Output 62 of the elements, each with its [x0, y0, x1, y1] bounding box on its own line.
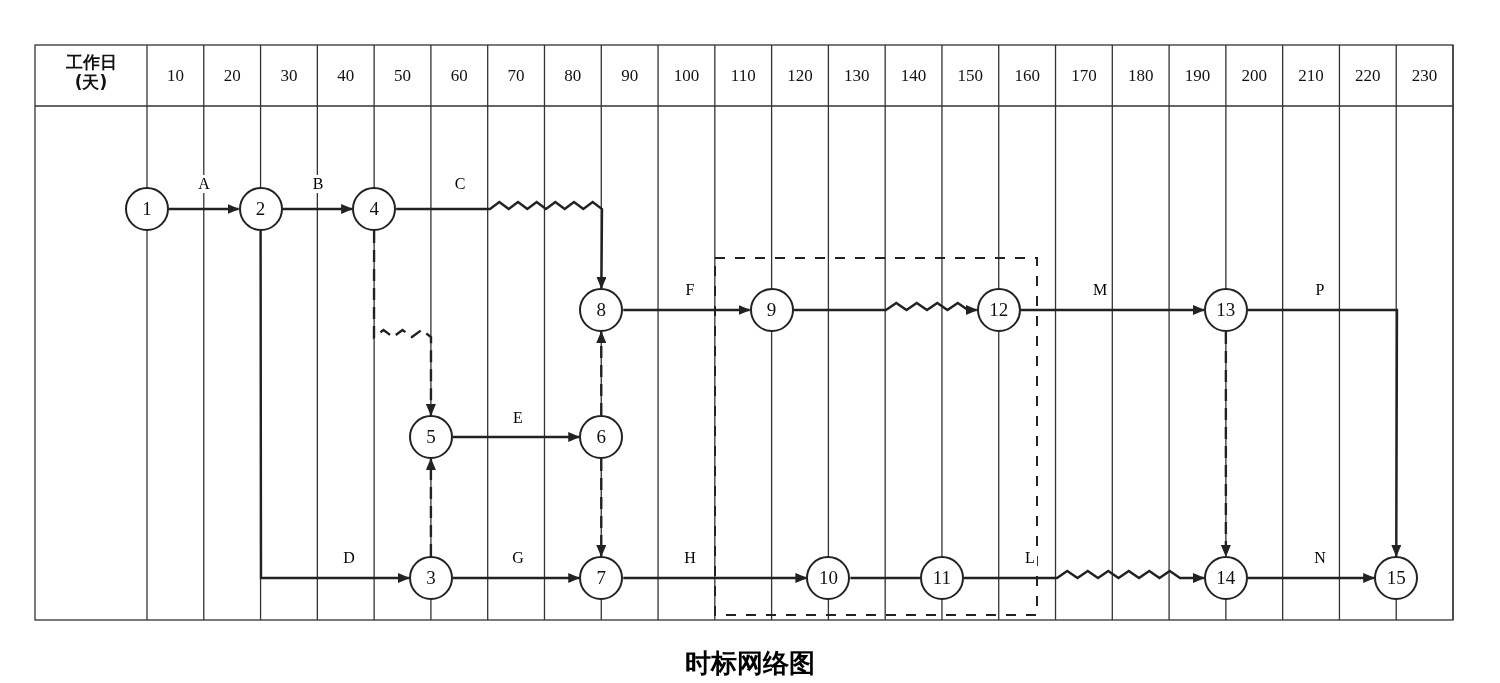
- arrow: [596, 331, 607, 415]
- event-circle: 13: [1203, 288, 1248, 332]
- column-header: 230: [1410, 66, 1439, 86]
- edge-label: B: [310, 175, 326, 193]
- column-header: 160: [1013, 66, 1041, 86]
- event-circle: 11: [919, 556, 964, 600]
- arrow: [793, 301, 978, 315]
- arrow: [396, 200, 607, 289]
- event-circle: 4: [352, 187, 397, 231]
- arrow: [425, 458, 436, 556]
- column-header: 150: [956, 66, 985, 86]
- column-header: 170: [1070, 66, 1098, 86]
- column-header: 180: [1126, 66, 1155, 86]
- column-header: 190: [1183, 66, 1212, 86]
- arrow: [1020, 305, 1205, 315]
- arrow: [169, 204, 240, 214]
- column-header: 20: [222, 66, 242, 86]
- column-header: 140: [899, 66, 928, 86]
- connector-line: [850, 576, 920, 580]
- event-circle: 12: [976, 288, 1021, 332]
- event-circle: 2: [238, 187, 283, 231]
- event-circle: 10: [806, 556, 851, 600]
- event-circle: 8: [579, 288, 624, 332]
- column-header: 90: [620, 66, 640, 86]
- column-header: 40: [336, 66, 356, 86]
- event-circle: 6: [579, 415, 624, 459]
- arrow: [1247, 308, 1402, 557]
- column-header: 110: [729, 66, 757, 86]
- column-header: 200: [1240, 66, 1268, 86]
- arrow: [1220, 332, 1231, 557]
- event-circle: 14: [1203, 556, 1248, 600]
- edge-label: L: [1023, 549, 1037, 567]
- column-header: 80: [563, 66, 583, 86]
- column-header: 210: [1297, 66, 1325, 86]
- arrow: [596, 459, 607, 557]
- event-circle: 15: [1374, 556, 1419, 600]
- event-circle: 9: [749, 288, 794, 332]
- column-header: 50: [393, 66, 412, 86]
- arrow: [963, 569, 1205, 583]
- arrow: [452, 573, 581, 583]
- arrow: [1247, 573, 1376, 583]
- column-header: 220: [1354, 66, 1382, 86]
- column-header: 130: [843, 66, 871, 86]
- event-circle: 1: [125, 187, 169, 231]
- caption: 时标网络图: [684, 647, 816, 680]
- column-header: 30: [279, 66, 299, 86]
- arrow: [623, 573, 808, 583]
- column-header: 60: [449, 66, 469, 86]
- column-header: 120: [786, 66, 814, 86]
- arrow: [259, 231, 410, 583]
- arrow: [623, 305, 751, 315]
- arrow: [282, 204, 354, 214]
- column-header: 70: [506, 66, 526, 86]
- event-circle: 3: [408, 556, 453, 600]
- arrow: [372, 231, 436, 416]
- arrow: [452, 432, 581, 442]
- column-header: 100: [672, 66, 701, 86]
- edge-label: A: [196, 175, 212, 193]
- column-header: 10: [165, 66, 185, 86]
- event-circle: 7: [579, 556, 624, 600]
- column-header: 工作日(天): [64, 52, 118, 92]
- event-circle: 5: [408, 415, 453, 459]
